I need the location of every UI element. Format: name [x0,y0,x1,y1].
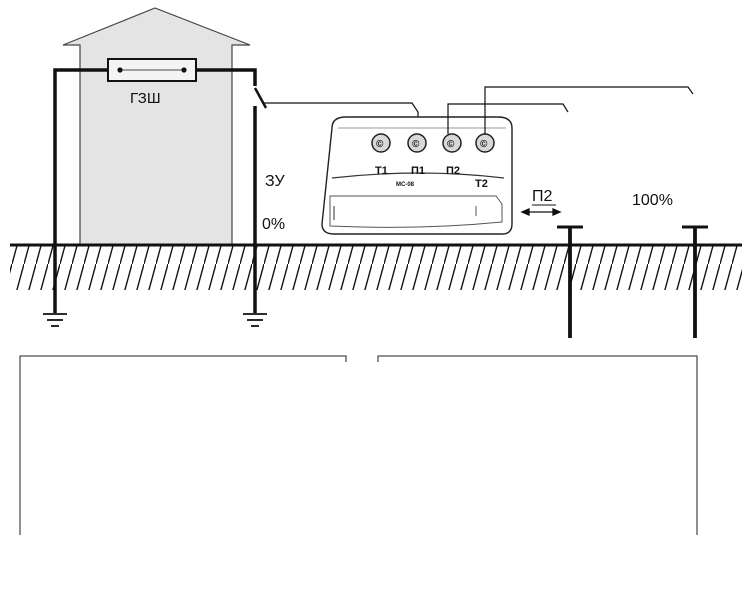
zero-percent-label: 0% [262,216,285,233]
disconnect-switch [253,87,268,109]
terminal-p1-symbol: © [412,139,420,150]
hundred-percent-label: 100% [632,192,673,209]
probe-move-arrow [520,208,562,216]
distance-bracket-left [19,355,347,535]
terminal-p2-symbol: © [447,139,455,150]
wire-t2 [484,86,694,134]
earth-symbol-right [243,313,267,327]
building [62,7,251,246]
terminal-p1-label: П1 [411,165,425,177]
terminal-p2-label: П2 [446,165,460,177]
probe-p2: П2 [520,188,583,338]
grounding-device-label: ЗУ [265,173,285,190]
probe-label: П2 [532,188,553,205]
busbar-label: ГЗШ [130,90,161,107]
device-body [321,116,513,235]
ground-hatching [10,246,742,290]
building-roof [62,7,251,246]
distance-bracket-right [377,355,698,535]
terminal-t2[interactable]: © Т2 [475,133,495,190]
terminal-t2-symbol: © [480,139,488,150]
device-model-label: МС-08 [396,182,415,188]
terminal-t1-label: Т1 [375,165,388,177]
terminal-p1[interactable]: © П1 [407,133,427,177]
earth-symbol-left [43,313,67,327]
wire-p2 [447,103,569,134]
terminal-t1-symbol: © [376,139,384,150]
terminal-p2[interactable]: © П2 [442,133,462,177]
terminal-t1[interactable]: © Т1 [371,133,391,177]
device-panel [331,172,505,179]
ground [10,243,742,290]
measuring-device: МС-08 © Т1 © П1 © П2 © Т2 [321,116,513,235]
probe-t2: 100% [632,192,708,338]
terminal-t2-label: Т2 [475,178,488,190]
